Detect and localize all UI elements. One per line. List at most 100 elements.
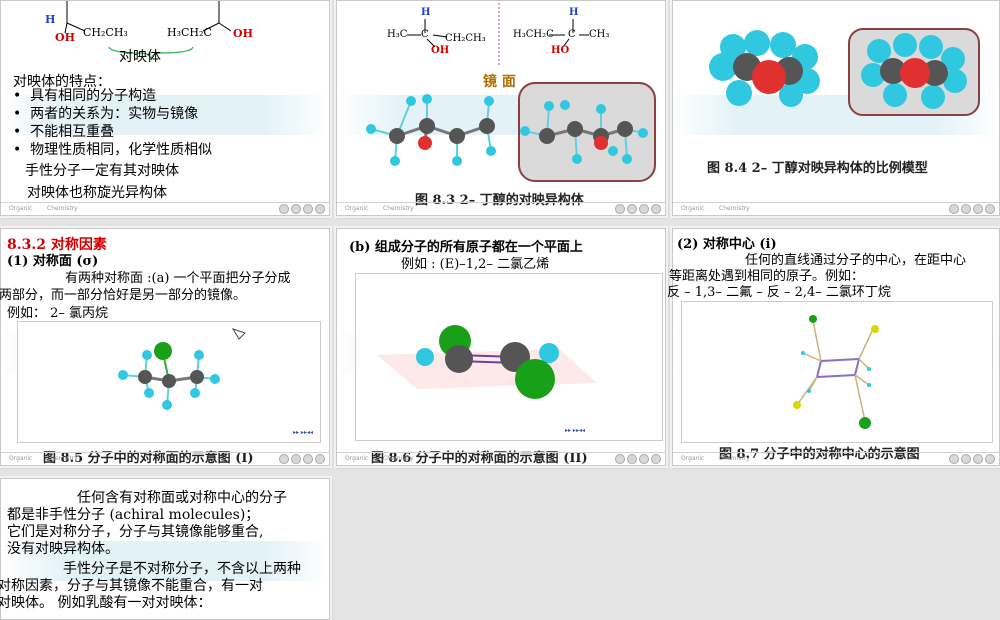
enantiomer-label: 对映体 <box>119 49 161 65</box>
mirror-label: 镜 面 <box>483 74 516 90</box>
chem-c: C <box>568 29 576 40</box>
nav-next-icon[interactable] <box>973 454 983 464</box>
nav-buttons <box>615 454 661 464</box>
space-filling-models <box>709 28 980 116</box>
nav-end-icon[interactable] <box>315 454 325 464</box>
nav-prev-icon[interactable] <box>627 204 637 214</box>
nav-home-icon[interactable] <box>279 204 289 214</box>
list-item: • 物理性质相同，化学性质相似 <box>13 142 213 158</box>
slide-thumbnail-7[interactable]: 任何含有对称面或对称中心的分子 都是非手性分子 (achiral molecul… <box>0 478 330 620</box>
body-text: 例如 : (E)–1,2– 二氯乙烯 <box>401 257 550 272</box>
slide-footer: Organic Chemistry <box>1 452 329 465</box>
note: 手性分子一定有其对映体 <box>25 163 179 179</box>
nav-end-icon[interactable] <box>315 204 325 214</box>
features-list: • 具有相同的分子构造 • 两者的关系为：实物与镜像 • 不能相互重叠 • 物理… <box>13 87 212 159</box>
nav-buttons <box>279 204 325 214</box>
chem-oh: OH <box>233 27 253 40</box>
figure-caption: 图 8.4 2– 丁醇对映异构体的比例模型 <box>707 161 928 176</box>
playback-controls[interactable]: ▸▸ ▸▸◂◂ <box>565 427 585 434</box>
figure-caption: 图 8.3 2– 丁醇的对映异构体 <box>415 193 584 208</box>
slide-thumbnail-6[interactable]: (2) 对称中心 (i) 任何的直线通过分子的中心，在距中心 等距离处遇到相同的… <box>667 228 1000 466</box>
body-text: 对映体。 例如乳酸有一对对映体： <box>0 595 212 611</box>
nav-next-icon[interactable] <box>303 204 313 214</box>
slide-thumbnail-1[interactable]: H OH CH₂CH₃ H₃CH₂C OH 对映体 对映体的特点： • 具有相同… <box>0 0 330 216</box>
chem-h: H <box>421 7 431 18</box>
slide-thumbnail-3[interactable]: 图 8.4 2– 丁醇对映异构体的比例模型 Organic Chemistry <box>672 0 1000 216</box>
nav-home-icon[interactable] <box>949 204 959 214</box>
dichloroethene-model <box>377 325 597 399</box>
subsection: (b) 组成分子的所有原子都在一个平面上 <box>349 240 583 255</box>
chem-h: H <box>45 13 56 26</box>
chem-group: CH₂CH₃ <box>445 33 486 44</box>
chem-c: C <box>421 29 429 40</box>
body-text: 两部分，而一部分恰好是另一部分的镜像。 <box>0 288 247 303</box>
nav-buttons <box>279 454 325 464</box>
slide-footer: Organic Chemistry <box>337 452 665 465</box>
body-text: 有两种对称面 :(a) 一个平面把分子分成 <box>65 271 291 286</box>
nav-prev-icon[interactable] <box>291 204 301 214</box>
nav-end-icon[interactable] <box>651 454 661 464</box>
list-item: • 两者的关系为：实物与镜像 <box>13 106 199 122</box>
chem-group: CH₃ <box>589 29 610 40</box>
chem-oh: OH <box>431 45 450 56</box>
nav-end-icon[interactable] <box>985 454 995 464</box>
body-text: 例如： 2– 氯丙烷 <box>7 306 109 321</box>
slide-footer: Organic Chemistry <box>673 202 999 215</box>
chem-group: H₃C <box>387 29 408 40</box>
nav-home-icon[interactable] <box>949 454 959 464</box>
figure-caption: 图 8.5 分子中的对称面的示意图 (I) <box>43 451 254 466</box>
body-text: 任何的直线通过分子的中心，在距中心 <box>745 253 967 268</box>
nav-next-icon[interactable] <box>973 204 983 214</box>
chem-group: H₃CH₂C <box>167 26 212 39</box>
subsection: (1) 对称面 (σ) <box>7 254 99 269</box>
nav-end-icon[interactable] <box>985 204 995 214</box>
nav-next-icon[interactable] <box>303 454 313 464</box>
chem-h: H <box>569 7 579 18</box>
list-item: • 具有相同的分子构造 <box>13 88 157 104</box>
nav-prev-icon[interactable] <box>291 454 301 464</box>
slide-footer: Organic Chemistry <box>1 202 329 215</box>
nav-home-icon[interactable] <box>615 454 625 464</box>
nav-next-icon[interactable] <box>639 454 649 464</box>
nav-end-icon[interactable] <box>651 204 661 214</box>
figure-caption: 图 8.7 分子中的对称中心的示意图 <box>719 447 920 462</box>
chem-oh: OH <box>55 31 75 44</box>
nav-prev-icon[interactable] <box>961 454 971 464</box>
slide-thumbnail-5[interactable]: (b) 组成分子的所有原子都在一个平面上 例如 : (E)–1,2– 二氯乙烯 … <box>336 228 666 466</box>
chem-group: CH₂CH₃ <box>83 26 128 39</box>
slide-thumbnail-4[interactable]: 8.3.2 对称因素 (1) 对称面 (σ) 有两种对称面 :(a) 一个平面把… <box>0 228 330 466</box>
body-text: 没有对映异构体。 <box>7 541 119 557</box>
body-text: 对称因素，分子与其镜像不能重合，有一对 <box>0 578 263 594</box>
body-text: 任何含有对称面或对称中心的分子 <box>77 490 287 506</box>
body-text: 等距离处遇到相同的原子。例如： <box>669 269 865 284</box>
body-text: 手性分子是不对称分子，不含以上两种 <box>63 561 301 577</box>
body-text: 反 – 1,3– 二氟 – 反 – 2,4– 二氯环丁烷 <box>667 285 891 300</box>
nav-home-icon[interactable] <box>615 204 625 214</box>
enantiomer-structures <box>64 1 232 61</box>
section-title: 8.3.2 对称因素 <box>7 237 107 253</box>
playback-controls[interactable]: ▸▸ ▸▸◂◂ <box>293 429 313 436</box>
butanol-structures <box>366 3 656 182</box>
nav-next-icon[interactable] <box>639 204 649 214</box>
features-title: 对映体的特点： <box>13 74 111 90</box>
subsection: (2) 对称中心 (i) <box>677 237 777 252</box>
slide-thumbnail-2[interactable]: H H₃C C CH₂CH₃ OH H H₃CH₂C C CH₃ HO 镜 面 … <box>336 0 666 216</box>
chem-group: H₃CH₂C <box>513 29 554 40</box>
model-frame <box>681 301 993 443</box>
nav-prev-icon[interactable] <box>627 454 637 464</box>
nav-home-icon[interactable] <box>279 454 289 464</box>
cyclobutane-model <box>793 315 879 429</box>
figure-caption: 图 8.6 分子中的对称面的示意图 (II) <box>371 451 588 466</box>
list-item: • 不能相互重叠 <box>13 124 115 140</box>
body-text: 它们是对称分子，分子与其镜像能够重合, <box>7 524 264 540</box>
nav-prev-icon[interactable] <box>961 204 971 214</box>
body-text: 都是非手性分子 (achiral molecules)； <box>7 507 260 523</box>
nav-buttons <box>949 454 995 464</box>
nav-buttons <box>615 204 661 214</box>
chloropropane-model <box>118 328 246 410</box>
slide-footer: Organic Chemistry <box>673 452 999 465</box>
nav-buttons <box>949 204 995 214</box>
slide-footer: Organic Chemistry <box>337 202 665 215</box>
chem-oh: HO <box>551 45 570 56</box>
note: 对映体也称旋光异构体 <box>27 185 167 201</box>
